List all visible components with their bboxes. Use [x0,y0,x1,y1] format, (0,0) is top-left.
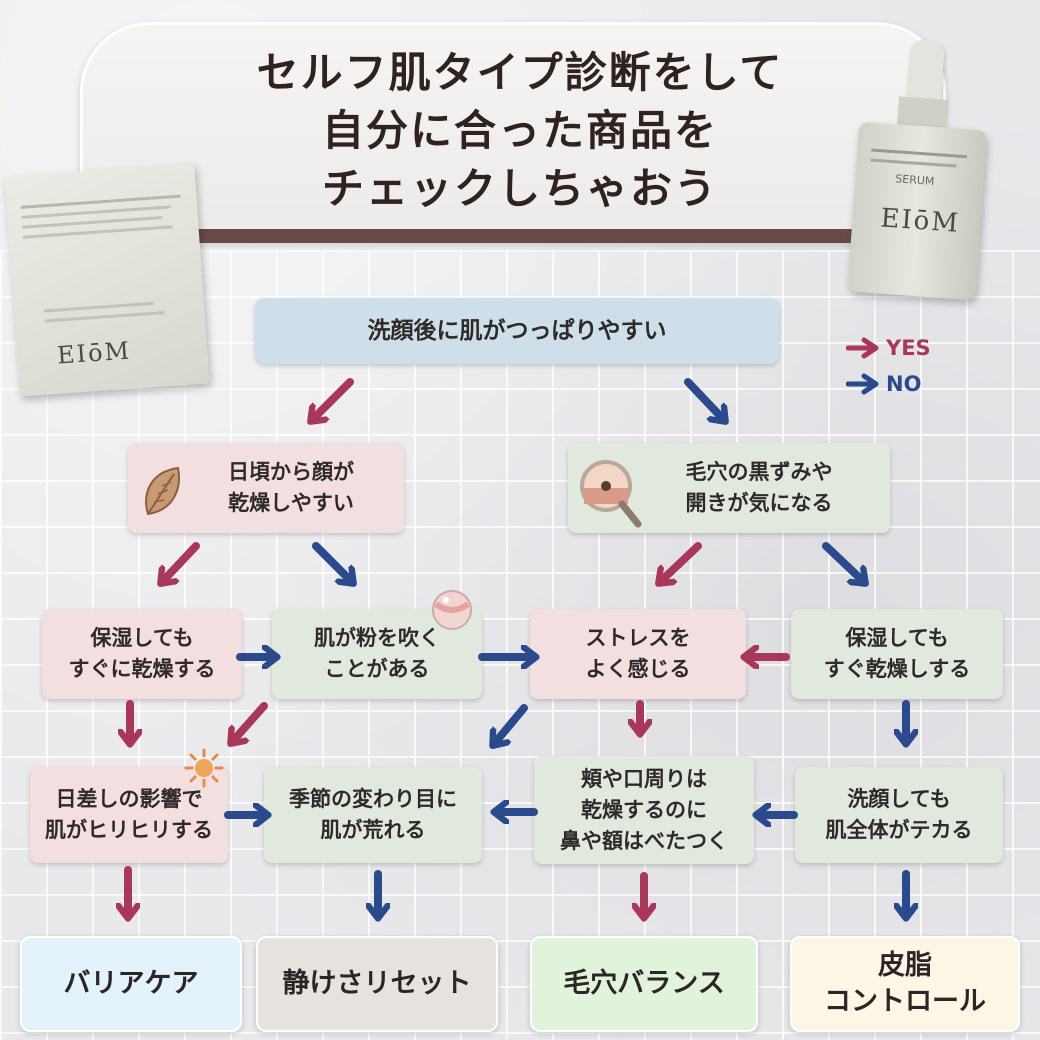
node-dry-daily: 日頃から顔が 乾燥しやすい [128,443,404,533]
result-calm-reset: 静けさリセット [256,936,498,1032]
node-seasonal-change: 季節の変わり目に 肌が荒れる [264,767,482,863]
result-barrier-care: バリアケア [20,936,242,1032]
node-sun-sensitivity: 日差しの影響で 肌がヒリヒリする [30,767,228,863]
title-line-3: チェックしちゃおう [321,164,718,213]
legend-yes-label: YES [886,336,931,360]
sun-icon [184,748,224,788]
legend-no: NO [846,372,921,396]
node-stress: ストレスを よく感じる [530,609,746,699]
no-arrow-icon [846,373,879,395]
node-combination-skin: 頬や口周りは 乾燥するのに 鼻や額はべたつく [534,756,754,864]
legend-no-label: NO [886,372,922,396]
title-card [80,22,946,243]
title-line-2: 自分に合った商品を [321,106,718,155]
legend-yes: YES [846,336,931,360]
start-question: 洗顔後に肌がつっぱりやすい [255,298,779,364]
title-line-1: セルフ肌タイプ診断をして [256,48,784,97]
serum-brand: EIōM [879,203,961,239]
result-pore-balance: 毛穴バランス [530,936,758,1032]
magnifier-pore-icon [580,460,642,528]
product-box-brand: EIōM [56,336,132,370]
powder-puff-icon [432,590,472,630]
serum-bottle-image: SERUM EIōM [841,35,999,304]
page-title: セルフ肌タイプ診断をして 自分に合った商品を チェックしちゃおう [160,44,880,218]
result-sebum-control: 皮脂 コントロール [790,936,1020,1032]
yes-arrow-icon [846,337,879,359]
node-moisturize-dry: 保湿しても すぐ乾燥しする [791,609,1003,699]
node-dry-after-moisturize: 保湿しても すぐに乾燥する [42,609,242,699]
serum-label-text: SERUM [894,172,935,189]
node-pores: 毛穴の黒ずみや 開きが気になる [568,443,890,533]
node-shiny-skin: 洗顔しても 肌全体がテカる [795,767,1003,863]
leaf-icon [145,466,180,516]
product-box-image: EIōM [4,163,210,397]
